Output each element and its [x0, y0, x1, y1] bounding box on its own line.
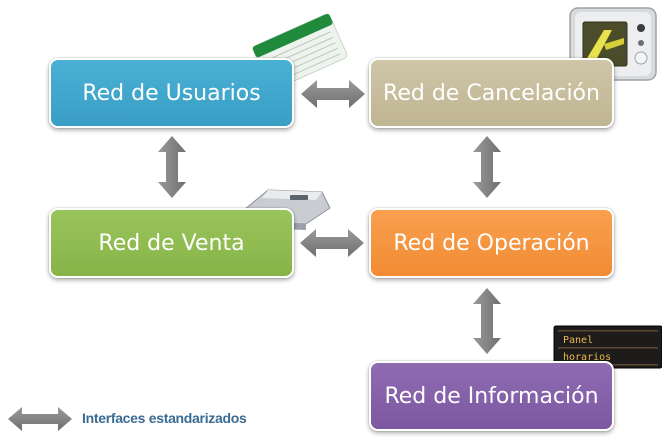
red-informacion-box: Red de Información — [369, 361, 614, 431]
red-cancelacion-box: Red de Cancelación — [369, 58, 614, 128]
red-venta-label: Red de Venta — [98, 230, 245, 256]
interface-arrow-operacion-informacion — [473, 288, 501, 354]
panel-line-1: Panel — [563, 335, 593, 346]
red-informacion-label: Red de Información — [384, 383, 599, 409]
interface-arrow-usuarios-venta — [158, 136, 186, 198]
red-usuarios-box: Red de Usuarios — [49, 58, 294, 128]
interface-arrow-usuarios-cancelacion — [301, 80, 365, 108]
interface-arrow-venta-operacion — [300, 229, 364, 257]
panel-line-2: horarios — [563, 352, 611, 363]
red-cancelacion-label: Red de Cancelación — [383, 80, 600, 106]
red-operacion-box: Red de Operación — [369, 208, 614, 278]
red-operacion-label: Red de Operación — [393, 230, 590, 256]
legend-label: Interfaces estandarizados — [82, 410, 247, 426]
legend-double-arrow-icon — [8, 407, 72, 431]
red-venta-box: Red de Venta — [49, 208, 294, 278]
interface-arrow-cancelacion-operacion — [473, 136, 501, 198]
red-usuarios-label: Red de Usuarios — [82, 80, 261, 106]
